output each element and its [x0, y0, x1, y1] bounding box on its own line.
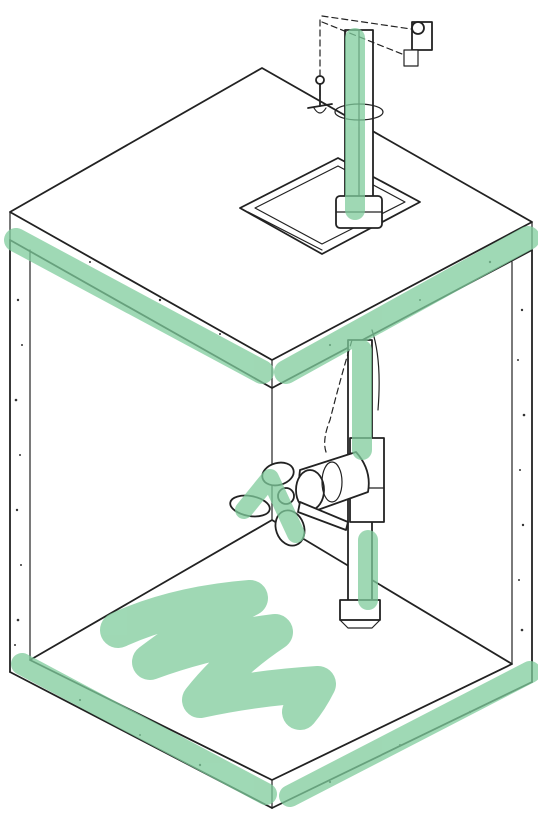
highlight-floor-right	[279, 661, 538, 807]
hook-tip	[313, 107, 327, 114]
hook-crossbar	[307, 103, 333, 109]
winch-drum	[411, 21, 425, 35]
hatch-inner	[254, 165, 406, 245]
tank-top-slab	[9, 67, 533, 389]
chain	[324, 339, 353, 453]
mast-base-foot	[339, 619, 381, 629]
highlight-top-slab-right	[274, 226, 538, 384]
davit-arm-bottom	[321, 21, 413, 59]
mixer-mount	[297, 501, 349, 531]
power-cable	[371, 329, 380, 411]
hook-block	[315, 75, 325, 85]
lifting-davit	[307, 15, 433, 121]
highlight-top-slab-left	[4, 228, 274, 384]
highlight-flow-squiggle	[100, 580, 336, 730]
motor-ring	[321, 461, 343, 503]
davit-arm-top	[321, 15, 419, 31]
highlight-floor-left	[11, 653, 277, 805]
davit-bracket	[403, 49, 419, 67]
highlight-propeller	[235, 469, 305, 543]
tank-walls	[9, 239, 533, 809]
tank-floor	[9, 519, 533, 809]
hatch-rim	[247, 211, 323, 251]
top-hatch	[239, 157, 421, 255]
hatch-outer	[239, 157, 421, 255]
highlight-layer	[4, 28, 538, 807]
floor-surface	[29, 519, 513, 781]
